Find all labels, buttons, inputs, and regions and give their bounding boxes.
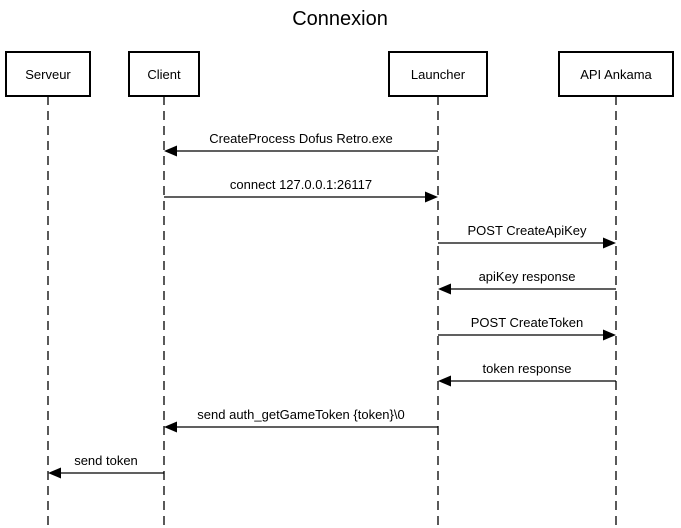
message-label: send token	[74, 453, 138, 468]
arrowhead-icon	[438, 283, 451, 295]
actor-box-serveur	[5, 51, 91, 97]
message-label: POST CreateApiKey	[468, 223, 587, 238]
message-label: CreateProcess Dofus Retro.exe	[209, 131, 393, 146]
arrowhead-icon	[164, 421, 177, 433]
actor-label-api: API Ankama	[580, 67, 652, 82]
actor-box-client	[128, 51, 200, 97]
message-label: token response	[483, 361, 572, 376]
arrowhead-icon	[438, 375, 451, 387]
arrowhead-icon	[164, 145, 177, 157]
arrowhead-icon	[603, 237, 616, 249]
actor-client: Client	[128, 51, 200, 97]
message-5: POST CreateToken	[438, 315, 616, 341]
message-4: apiKey response	[438, 269, 616, 295]
message-1: CreateProcess Dofus Retro.exe	[164, 131, 438, 157]
message-label: send auth_getGameToken {token}\0	[197, 407, 404, 422]
actor-serveur: Serveur	[5, 51, 91, 97]
actor-box-api	[558, 51, 674, 97]
diagram-title: Connexion	[292, 8, 388, 30]
message-8: send token	[48, 453, 164, 479]
arrowhead-icon	[603, 329, 616, 341]
actor-label-client: Client	[147, 67, 181, 82]
message-7: send auth_getGameToken {token}\0	[164, 407, 438, 433]
actor-box-launcher	[388, 51, 488, 97]
message-label: connect 127.0.0.1:26117	[230, 177, 372, 192]
arrowhead-icon	[425, 191, 438, 203]
message-label: apiKey response	[479, 269, 576, 284]
message-2: connect 127.0.0.1:26117	[164, 177, 438, 203]
message-3: POST CreateApiKey	[438, 223, 616, 249]
message-6: token response	[438, 361, 616, 387]
arrowhead-icon	[48, 467, 61, 479]
actor-label-launcher: Launcher	[411, 67, 466, 82]
actor-api: API Ankama	[558, 51, 674, 97]
message-label: POST CreateToken	[471, 315, 583, 330]
actor-launcher: Launcher	[388, 51, 488, 97]
actor-label-serveur: Serveur	[25, 67, 71, 82]
